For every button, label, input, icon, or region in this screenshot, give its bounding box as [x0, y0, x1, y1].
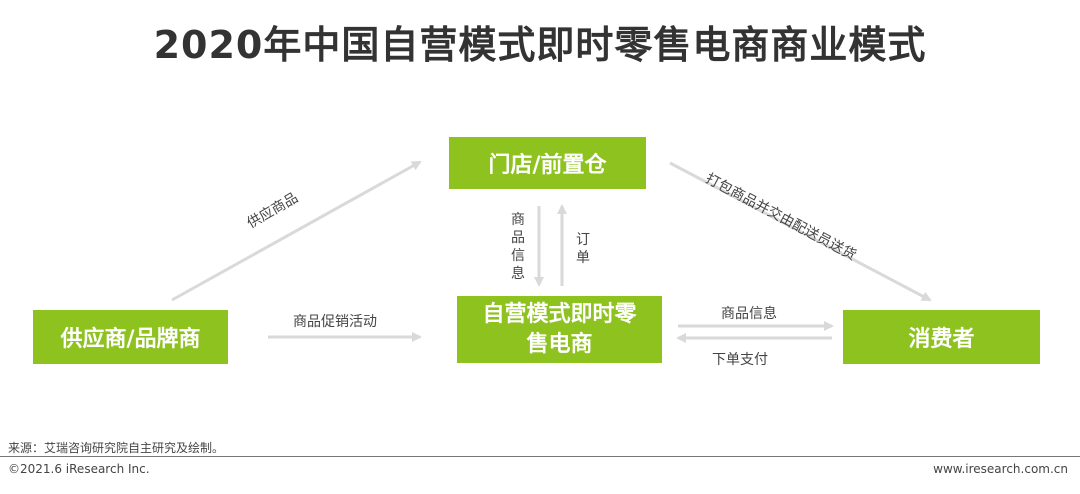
label-order-pay: 下单支付 [712, 352, 768, 368]
label-order-vertical: 订单 [576, 232, 590, 266]
website: www.iresearch.com.cn [933, 462, 1068, 476]
node-supplier: 供应商/品牌商 [33, 310, 228, 364]
label-product-info-vertical: 商品信息 [511, 212, 525, 282]
arrow-supplier-to-store [171, 160, 422, 302]
copyright: ©2021.6 iResearch Inc. [8, 462, 150, 476]
node-consumer: 消费者 [843, 310, 1040, 364]
diagram-title: 2020年中国自营模式即时零售电商商业模式 [153, 23, 927, 67]
footer-divider [0, 456, 1080, 457]
label-promotion: 商品促销活动 [293, 314, 377, 330]
source-note: 来源：艾瑞咨询研究院自主研究及绘制。 [8, 441, 225, 455]
label-product-info-right: 商品信息 [721, 306, 777, 322]
node-platform: 自营模式即时零售电商 [457, 296, 662, 363]
arrow-store-to-consumer [669, 161, 932, 302]
node-store: 门店/前置仓 [449, 137, 646, 189]
